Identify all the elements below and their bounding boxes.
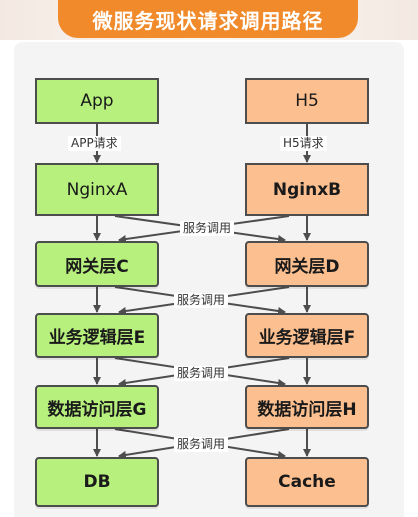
cache-box: Cache xyxy=(245,457,369,507)
nginx-b-box: NginxB xyxy=(245,163,369,216)
db-label: DB xyxy=(83,472,111,492)
dao-g-box: 数据访问层G xyxy=(35,385,159,429)
gateway-d-label: 网关层D xyxy=(274,256,340,277)
business-e-box: 业务逻辑层E xyxy=(35,313,159,358)
h5-box-label: H5 xyxy=(295,91,319,111)
dao-h-label: 数据访问层H xyxy=(257,399,357,420)
nginx-a-label: NginxA xyxy=(66,179,128,200)
gateway-c-label: 网关层C xyxy=(65,256,129,277)
business-f-label: 业务逻辑层F xyxy=(258,328,356,348)
dao-h-box: 数据访问层H xyxy=(245,385,369,429)
h5-request-label: H5请求 xyxy=(280,136,327,151)
h5-box: H5 xyxy=(245,78,369,124)
business-e-label: 业务逻辑层E xyxy=(48,328,146,348)
dao-g-label: 数据访问层G xyxy=(47,399,147,420)
db-box: DB xyxy=(35,457,159,507)
nginx-b-label: NginxB xyxy=(272,179,342,200)
business-f-box: 业务逻辑层F xyxy=(245,313,369,358)
service-call-label: 服务调用 xyxy=(174,366,229,381)
service-call-label: 服务调用 xyxy=(174,293,229,308)
app-box-label: App xyxy=(80,91,114,111)
gateway-d-box: 网关层D xyxy=(245,241,369,287)
page-title: 微服务现状请求调用路径 xyxy=(58,0,358,38)
service-call-label: 服务调用 xyxy=(174,437,229,452)
nginx-a-box: NginxA xyxy=(35,163,159,216)
cache-label: Cache xyxy=(278,472,336,492)
service-call-label: 服务调用 xyxy=(180,221,235,236)
app-box: App xyxy=(35,78,159,124)
app-request-label: APP请求 xyxy=(68,136,121,151)
gateway-c-box: 网关层C xyxy=(35,241,159,287)
